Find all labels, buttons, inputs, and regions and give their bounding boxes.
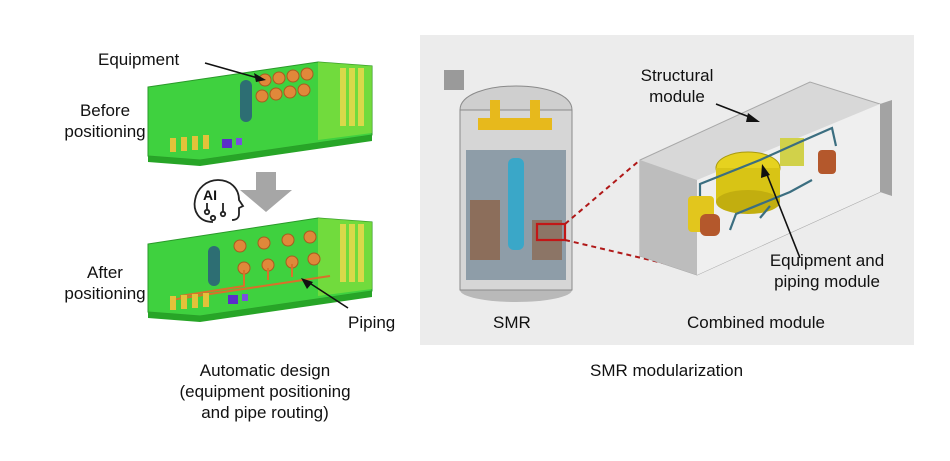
caption-automatic-line-3: and pipe routing) xyxy=(201,403,329,422)
before-panels xyxy=(340,68,364,126)
before-tank xyxy=(240,80,252,122)
label-before-positioning: Before positioning xyxy=(40,100,170,142)
smr-building xyxy=(444,70,573,302)
label-structural-module: Structural module xyxy=(622,65,732,107)
after-pump xyxy=(228,295,238,304)
before-equipment xyxy=(255,67,314,103)
label-combined-module: Combined module xyxy=(687,313,825,332)
before-pump xyxy=(222,139,232,148)
label-after-line-1: After xyxy=(87,263,123,282)
label-equipment-piping-line-2: piping module xyxy=(774,272,880,291)
before-floor-plan xyxy=(147,61,373,166)
caption-automatic-design: Automatic design (equipment positioning … xyxy=(150,360,380,423)
caption-automatic-line-2: (equipment positioning xyxy=(179,382,351,401)
caption-automatic-line-1: Automatic design xyxy=(199,361,331,380)
after-equipment xyxy=(233,230,321,275)
smr-highlight-box xyxy=(535,222,567,242)
label-after-positioning: After positioning xyxy=(40,262,170,304)
smr-reactor-vessel xyxy=(508,158,524,250)
after-panels xyxy=(340,224,364,282)
label-before-line-2: positioning xyxy=(64,122,146,141)
label-structural-line-2: module xyxy=(649,87,705,106)
combined-pipes xyxy=(698,126,838,231)
after-tank xyxy=(208,246,220,286)
label-equipment-piping-module: Equipment and piping module xyxy=(752,250,902,292)
label-equipment-piping-line-1: Equipment and xyxy=(769,251,885,270)
structural-arrow xyxy=(715,103,760,122)
after-floor-plan xyxy=(147,217,373,322)
ai-head-icon xyxy=(193,179,245,223)
label-structural-line-1: Structural xyxy=(640,66,714,85)
after-valves xyxy=(170,293,209,310)
caption-smr-modularization: SMR modularization xyxy=(590,361,744,380)
before-valves xyxy=(170,135,209,152)
label-before-line-1: Before xyxy=(79,101,131,120)
equipment-arrow xyxy=(204,62,266,82)
label-smr: SMR xyxy=(493,313,531,332)
label-equipment: Equipment xyxy=(98,50,180,69)
ai-badge-text: AI xyxy=(203,187,217,203)
label-piping: Piping xyxy=(348,313,396,332)
equipment-piping-arrow xyxy=(761,164,801,259)
label-after-line-2: positioning xyxy=(64,284,146,303)
combined-module xyxy=(639,81,892,276)
smr-crane xyxy=(478,118,552,130)
piping-arrow xyxy=(301,278,349,309)
down-arrow xyxy=(240,172,292,212)
